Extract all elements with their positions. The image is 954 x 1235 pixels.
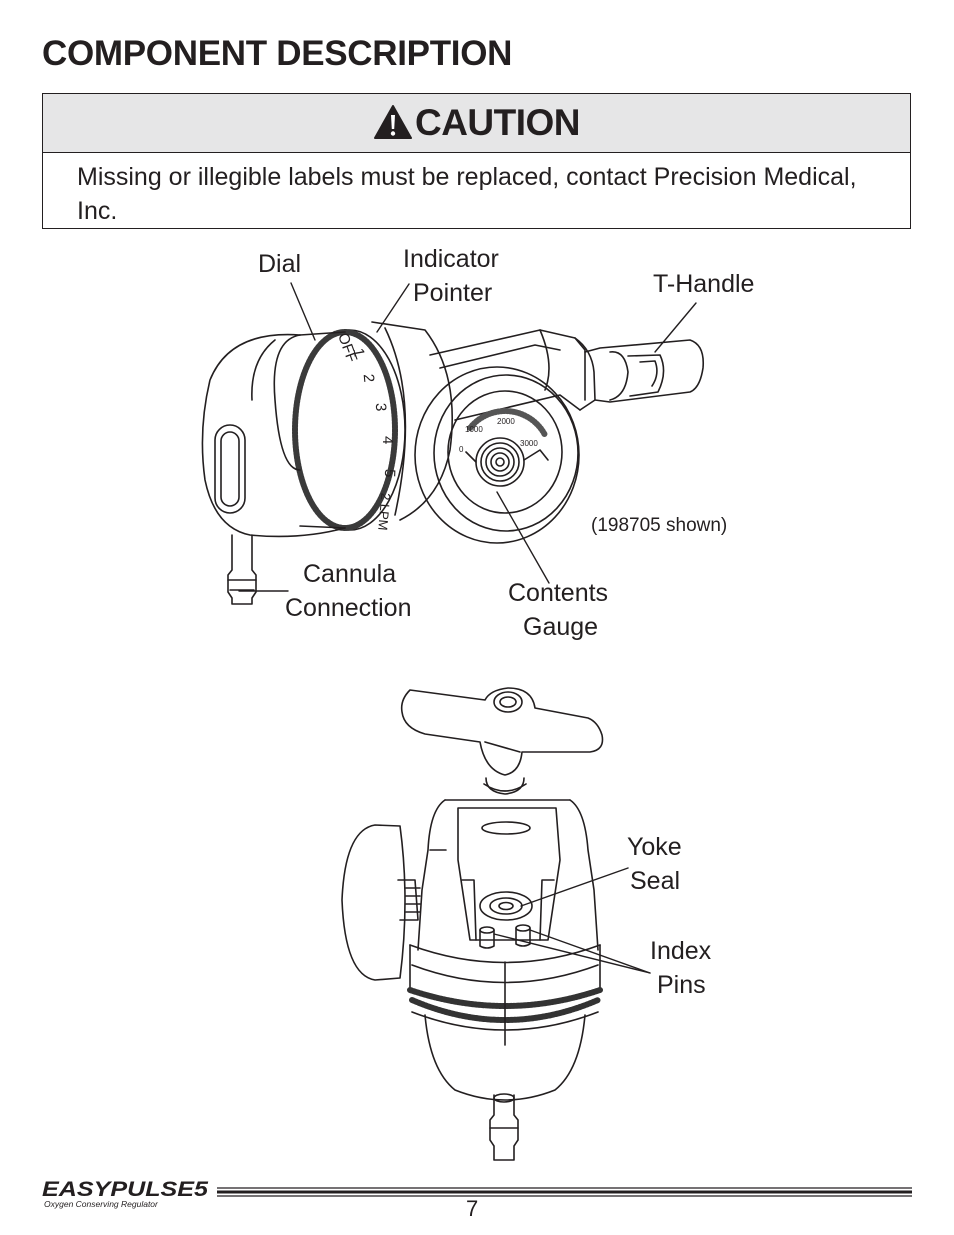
leader-lines-top [238, 282, 697, 592]
page-number: 7 [466, 1196, 479, 1221]
lower-body-drawing [407, 944, 603, 1101]
caution-box: CAUTION Missing or illegible labels must… [42, 93, 911, 229]
t-handle-screw-drawing [483, 777, 527, 795]
label-cannula-line1: Cannula [303, 560, 397, 588]
label-t-handle: T-Handle [653, 270, 755, 298]
index-pins-drawing [479, 924, 531, 949]
label-index-line1: Index [650, 937, 712, 965]
label-contents-line2: Gauge [523, 613, 599, 641]
caution-header: CAUTION [43, 94, 910, 153]
dial-mark-1: 1 [349, 347, 367, 358]
body-cylinder-drawing [371, 321, 453, 521]
leader-lines-bottom [493, 867, 651, 974]
dial-mark-5: 5 [381, 469, 398, 478]
caution-text: Missing or illegible labels must be repl… [77, 163, 857, 225]
t-handle-top-drawing [400, 687, 604, 776]
gauge-mark-3000: 3000 [520, 439, 538, 448]
label-dial: Dial [258, 250, 302, 278]
gauge-mark-0: 0 [459, 445, 464, 454]
label-indicator-line1: Indicator [403, 245, 499, 273]
dial-mark-3: 3 [372, 403, 389, 412]
gauge-mark-1000: 1000 [465, 425, 483, 434]
yoke-body-drawing [417, 799, 599, 951]
gauge-mark-2000: 2000 [497, 417, 515, 426]
label-cannula-line2: Connection [285, 594, 412, 622]
warning-triangle-icon [373, 105, 412, 139]
gauge-side-drawing [341, 824, 421, 981]
t-handle-drawing [584, 339, 705, 403]
caution-heading: CAUTION [414, 102, 581, 143]
front-cap-drawing [201, 333, 346, 538]
label-yoke-line2: Seal [630, 867, 681, 895]
easypulse5-logo: EASYPULSE5 Oxygen Conserving Regulator [42, 1178, 912, 1209]
label-index-line2: Pins [657, 971, 706, 999]
footer-tagline: Oxygen Conserving Regulator [44, 1199, 159, 1209]
dial-mark-lpm: 2 LPM [375, 492, 393, 531]
footer-brand: EASYPULSE5 [42, 1178, 208, 1201]
cannula-barb-drawing [227, 534, 257, 605]
label-yoke-line1: Yoke [627, 833, 682, 861]
label-contents-line1: Contents [508, 579, 609, 607]
contents-gauge-drawing: 1000 2000 3000 0 [414, 366, 580, 544]
dial-mark-4: 4 [379, 436, 396, 444]
label-indicator-line2: Pointer [413, 279, 493, 307]
label-shown-note: (198705 shown) [591, 515, 728, 536]
bottom-barb-drawing [489, 1093, 519, 1161]
dial-mark-2: 2 [360, 373, 378, 383]
yoke-seal-drawing [479, 891, 533, 921]
page-title: COMPONENT DESCRIPTION [42, 34, 513, 73]
